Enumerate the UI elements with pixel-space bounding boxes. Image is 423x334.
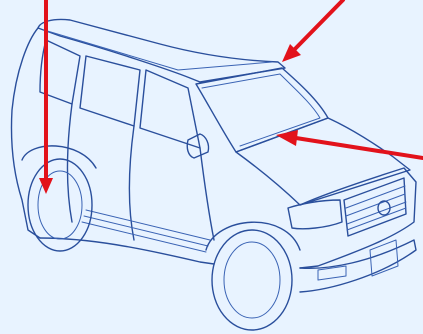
suv-diagram	[0, 0, 423, 334]
diagram-canvas	[0, 0, 423, 334]
